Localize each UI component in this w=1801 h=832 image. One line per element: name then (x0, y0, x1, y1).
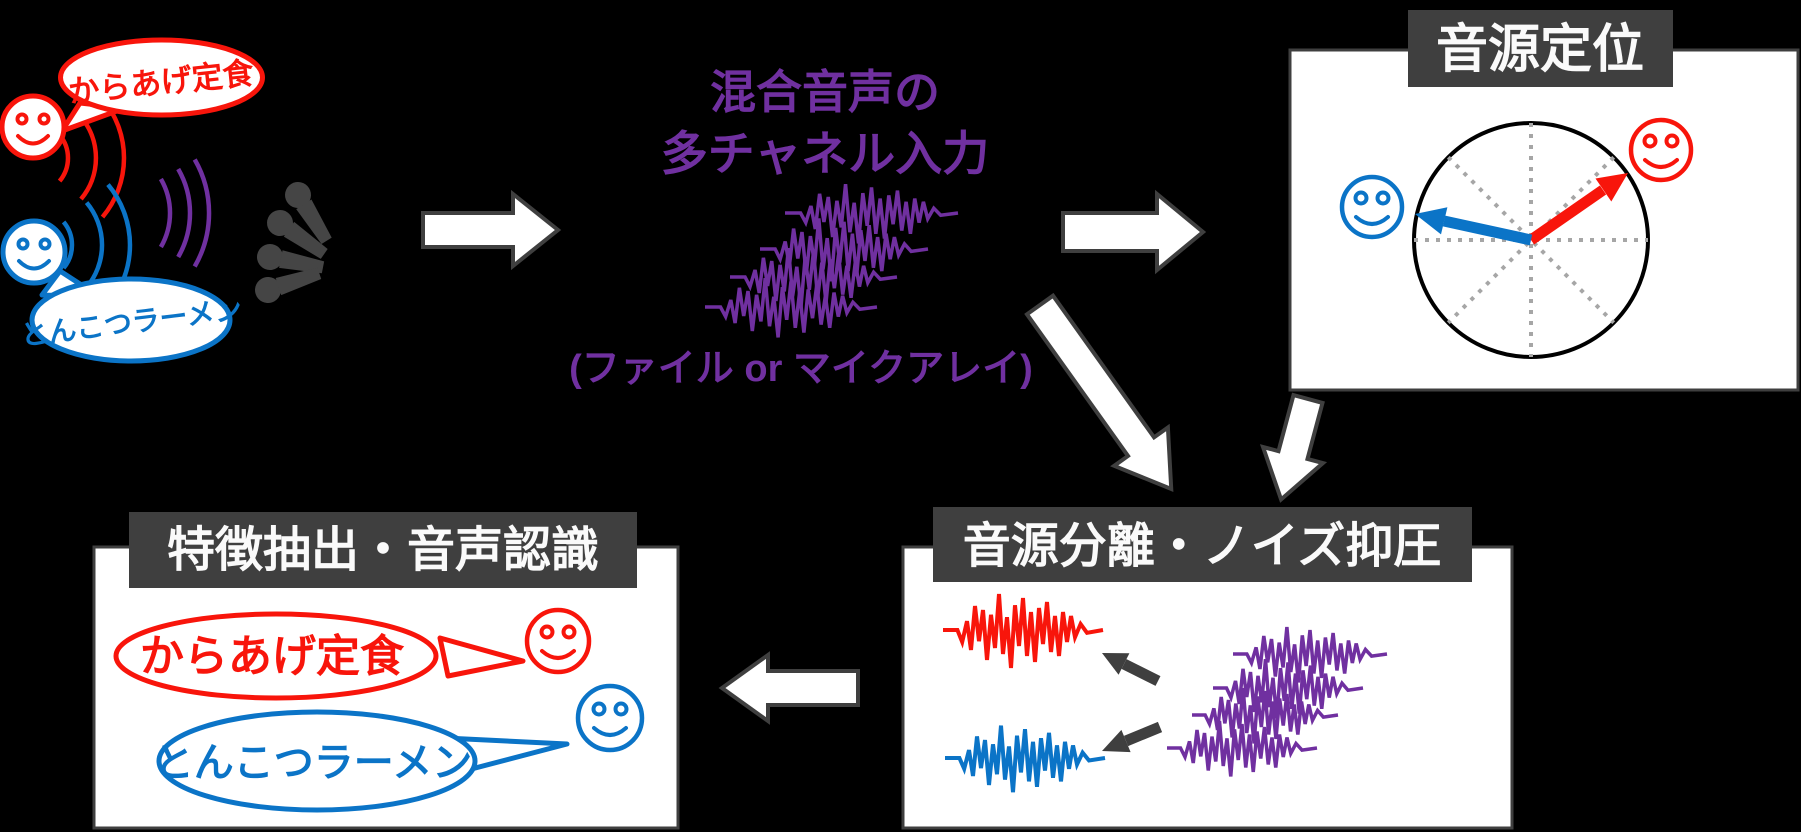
recognition-title: 特徴抽出・音声認識 (167, 524, 599, 577)
mouth (16, 134, 50, 146)
flow-arrow-to-recognition-icon (718, 651, 860, 725)
separation-box: 音源分離・ノイズ抑圧 (901, 507, 1514, 830)
localization-box: 音源定位 (1288, 10, 1800, 392)
waveform-purple-icon (1233, 626, 1388, 683)
eye-icon (38, 237, 52, 251)
eye-icon (15, 112, 29, 126)
smiley-red-icon (1628, 117, 1694, 183)
microphone-icon (285, 182, 332, 244)
eye-icon (16, 237, 30, 251)
microphone-icon (267, 210, 328, 259)
separation-title: 音源分離・ノイズ抑圧 (963, 520, 1442, 573)
input-source-note: (ファイル or マイクアレイ) (569, 348, 1033, 390)
blue-result-text: とんこつラーメン (154, 741, 472, 785)
input-stage: 混合音声の 多チャネル入力 (ファイル or マイクアレイ) (569, 66, 1033, 390)
recognition-titlebar (129, 512, 637, 588)
localization-titlebar (1408, 10, 1673, 87)
mic-array-icon (255, 182, 332, 303)
smiley-blue-icon (0, 218, 68, 286)
separate-arrow-top-icon (1102, 653, 1161, 686)
face (0, 218, 68, 286)
flow-arrow-input-icon (421, 189, 562, 271)
mouth (1643, 158, 1679, 169)
bubble-body (58, 37, 265, 118)
speech-bubble-red: からあげ定食 (58, 37, 265, 134)
waveform-red-icon (943, 593, 1104, 669)
flow-arrow-localization-icon (1061, 189, 1207, 275)
recognition-box: 特徴抽出・音声認識 からあげ定食 とんこつラーメン (92, 512, 680, 830)
eye-icon (613, 701, 629, 717)
waveform-purple-icon (1167, 720, 1318, 777)
mouth (17, 259, 51, 271)
waveform-purple-icon (760, 218, 929, 282)
bubble-tail (437, 635, 526, 679)
smiley-red-icon (524, 607, 592, 675)
eye-icon (1375, 190, 1391, 206)
smiley-red-icon (0, 93, 67, 161)
eye-icon (561, 624, 577, 640)
microphone-icon (255, 267, 322, 303)
bubble-body (156, 709, 478, 813)
flow-arrow-to-separation-icon (1024, 292, 1174, 493)
smiley-blue-icon (1339, 174, 1405, 240)
eye-icon (1353, 190, 1369, 206)
flow-arrow-from-localization-icon (1259, 392, 1328, 503)
localization-title: 音源定位 (1436, 21, 1644, 79)
eye-icon (539, 624, 555, 640)
doa-arrow-blue-icon (1415, 207, 1533, 246)
smiley-blue-icon (575, 683, 645, 753)
mouth (1354, 215, 1390, 226)
microphone-icon (257, 244, 325, 274)
bubble-body (29, 276, 233, 364)
speech-bubble-blue: とんこつラーメン (154, 709, 570, 813)
bubble-body (113, 611, 439, 701)
waveform-purple-icon (785, 184, 959, 244)
waveform-purple-icon (705, 278, 878, 338)
eye-icon (1664, 133, 1680, 149)
separation-panel (901, 545, 1514, 830)
waveform-purple-icon (730, 248, 898, 308)
doa-arrow-red-icon (1527, 173, 1628, 245)
eye-icon (1642, 133, 1658, 149)
waveform-purple-icon (1192, 687, 1339, 744)
waveform-purple-icon (1213, 659, 1364, 719)
input-heading-line2: 多チャネル入力 (661, 127, 990, 180)
mouth (540, 649, 576, 660)
eye-icon (591, 701, 607, 717)
mouth (592, 726, 628, 737)
speech-bubble-red: からあげ定食 (113, 611, 526, 701)
eye-icon (37, 112, 51, 126)
separation-titlebar (933, 507, 1472, 582)
separate-arrow-bottom-icon (1102, 721, 1163, 753)
waveform-blue-icon (945, 725, 1106, 793)
speech-bubble-blue: とんこつラーメン (19, 268, 244, 364)
sound-waves-mixed-icon (158, 158, 212, 268)
input-heading-line1: 混合音声の (710, 66, 940, 118)
face (0, 93, 67, 161)
red-result-text: からあげ定食 (140, 632, 405, 681)
